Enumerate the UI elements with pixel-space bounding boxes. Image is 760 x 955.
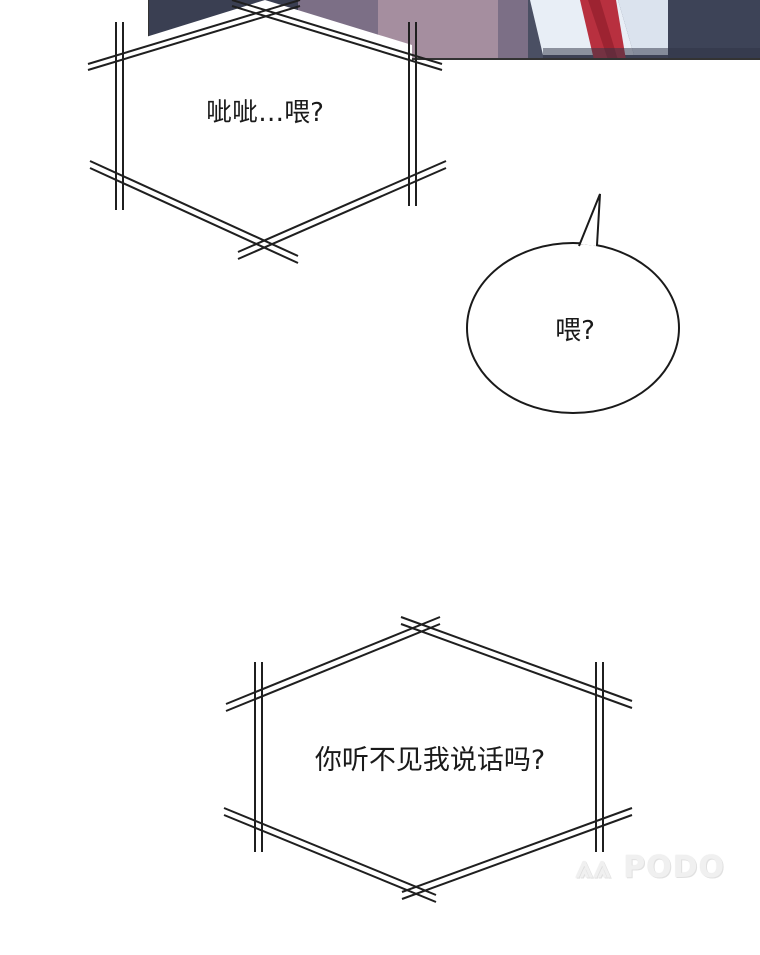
hex-bubble-bottom: [223, 616, 633, 903]
bubble-text-top-left: 呲呲…喂?: [206, 98, 324, 128]
hex-bubble-top-left: [87, 0, 447, 264]
watermark-logo: ⩓⩓ PODO: [576, 850, 726, 885]
bubble-text-bottom: 你听不见我说话吗?: [314, 745, 546, 776]
bubble-text-middle-right: 喂?: [555, 316, 595, 346]
oval-bubble-middle-right: [466, 193, 680, 414]
